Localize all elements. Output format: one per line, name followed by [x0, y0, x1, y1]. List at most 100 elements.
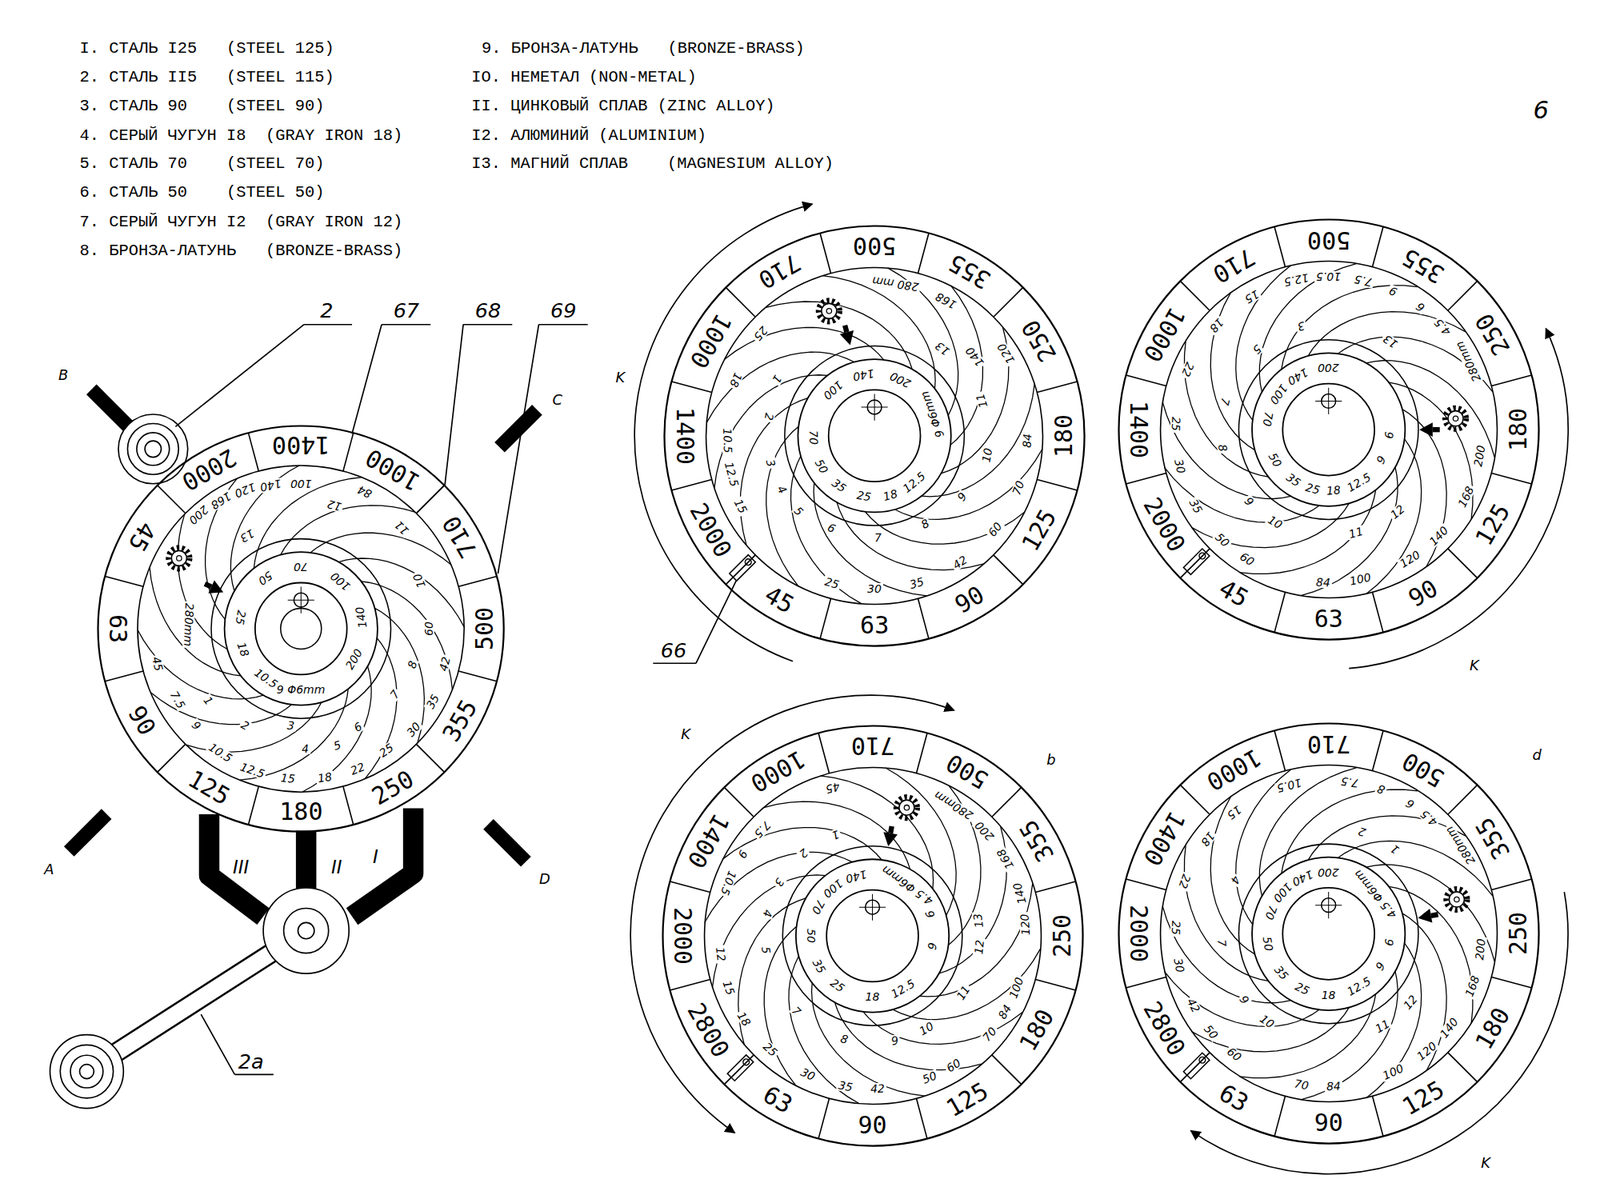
scale-number: 50: [919, 1068, 940, 1086]
scale-number: 8: [1374, 783, 1388, 798]
callout-label: 67: [393, 299, 420, 322]
scale-number: 50: [1201, 1021, 1222, 1043]
scale-number: 4.5: [1431, 316, 1454, 340]
scale-number: 60: [985, 520, 1006, 541]
speed-value: 1400: [1127, 400, 1152, 459]
speed-value: 63: [860, 613, 889, 638]
speed-value: 90: [1404, 576, 1442, 612]
scale-number: 4.5 Φ6mm: [1351, 867, 1400, 923]
scale-number: 6: [351, 720, 366, 736]
scale-number: 5: [760, 944, 773, 957]
dial-scales: [137, 264, 1495, 1104]
scale-number: 18: [1206, 315, 1227, 336]
scale-number: 70: [1292, 1077, 1312, 1092]
speed-value: 180: [1506, 408, 1531, 452]
scale-number: 200: [886, 369, 914, 391]
speed-value: 1400: [272, 432, 330, 457]
speed-value: 1000: [361, 444, 424, 495]
scale-number: 10.5: [1314, 271, 1343, 283]
spiral-curve: [177, 514, 228, 650]
speed-value: 250: [1050, 914, 1075, 958]
speed-value: 1000: [746, 746, 809, 796]
spiral-curve: [939, 826, 1007, 974]
scale-number: 200: [185, 502, 212, 528]
legend-line: I2. АЛЮМИНИЙ (ALUMINIUM): [471, 127, 707, 145]
scale-number: 11: [972, 391, 989, 412]
legend-line: I3. МАГНИЙ СПЛАВ (MAGNESIUM ALLOY): [471, 155, 834, 173]
spiral-curve: [895, 448, 1043, 520]
scale-number: 25: [822, 575, 843, 592]
scale-number: 30: [1171, 956, 1186, 976]
speed-value: 45: [124, 518, 160, 556]
speed-value: 1000: [1139, 304, 1189, 367]
callout-label: 69: [550, 299, 576, 322]
spiral-curve: [704, 852, 852, 923]
callout-label: 66: [660, 639, 687, 662]
scale-number: 13: [1379, 332, 1400, 352]
scale-number: 100: [1270, 880, 1296, 906]
callout-label: K: [1469, 657, 1480, 674]
speed-value: 1400: [683, 809, 733, 872]
scale-number: 280 mm: [870, 275, 922, 294]
scale-number: 70: [1009, 477, 1027, 498]
spiral-curve: [740, 398, 808, 546]
scale-number: 10: [980, 445, 995, 465]
scale-number: 3: [284, 720, 296, 732]
scale-number: 70: [292, 561, 310, 573]
scale-number: 70: [980, 1024, 1000, 1045]
legend-line: 3. СТАЛЬ 90 (STEEL 90): [79, 97, 324, 116]
scale-number: 12.5: [1344, 470, 1375, 495]
scale-number: 100: [820, 377, 847, 403]
scale-number: 50: [1260, 934, 1276, 954]
spiral-curve: [1259, 768, 1356, 896]
scale-number: 6: [1383, 429, 1396, 441]
callout-label: K: [616, 369, 626, 386]
scale-number: 9 Φ6mm: [275, 684, 328, 696]
scale-number: 18: [1198, 828, 1219, 850]
scale-number: 35: [1283, 470, 1304, 490]
pointer-arrow: [883, 832, 898, 847]
scale-number: 15: [720, 977, 737, 998]
stop-bars: [64, 384, 543, 868]
scale-number: 25: [854, 488, 874, 504]
scale-number: 140: [353, 604, 369, 632]
scale-number: 18: [315, 771, 335, 785]
callout-label: I: [372, 847, 379, 868]
scale-number: 30: [865, 583, 884, 595]
legend-line: IO. НЕМЕТАЛ (NON-METAL): [471, 68, 696, 87]
scale-number: 9: [1374, 452, 1390, 468]
spiral-curve: [791, 456, 862, 604]
scale-number: 13: [932, 339, 953, 360]
scale-number: 10: [410, 570, 428, 592]
pointer-arrow: [840, 330, 854, 345]
speed-value: 710: [851, 733, 895, 758]
scale-number: 3: [764, 456, 778, 470]
gear-pointer: [1446, 888, 1468, 911]
scale-number: 2: [762, 411, 776, 424]
scale-number: 140: [963, 344, 988, 371]
callout-label: II: [331, 857, 343, 878]
callout-label: K: [680, 726, 691, 743]
scale-number: 168: [1456, 483, 1477, 511]
speed-value: 90: [1314, 1111, 1344, 1136]
callout-label: D: [539, 871, 551, 888]
speed-value: 45: [1215, 576, 1252, 612]
legend-line: 6. СТАЛЬ 50 (STEEL 50): [79, 184, 324, 202]
scale-number: 100: [1347, 571, 1374, 588]
dial-hub: [1162, 768, 1495, 1100]
scale-number: 280mm: [182, 601, 196, 649]
scale-number: 60: [943, 1056, 964, 1075]
scale-number: 70: [1262, 902, 1280, 923]
scale-number: 6: [1402, 796, 1417, 812]
dial-hub: [706, 268, 1043, 604]
scale-number: 6: [824, 520, 839, 536]
scale-number: 12.5: [888, 976, 919, 1001]
scale-number: 22: [347, 760, 368, 777]
scale-number: 10.5: [721, 426, 734, 456]
gear-pointer: [896, 796, 918, 819]
speed-value: 63: [105, 614, 130, 644]
scale-number: 140: [1436, 1014, 1461, 1041]
scale-number: 84: [1021, 432, 1034, 450]
scale-number: 12: [1400, 992, 1421, 1013]
scale-number: 25: [233, 608, 248, 628]
